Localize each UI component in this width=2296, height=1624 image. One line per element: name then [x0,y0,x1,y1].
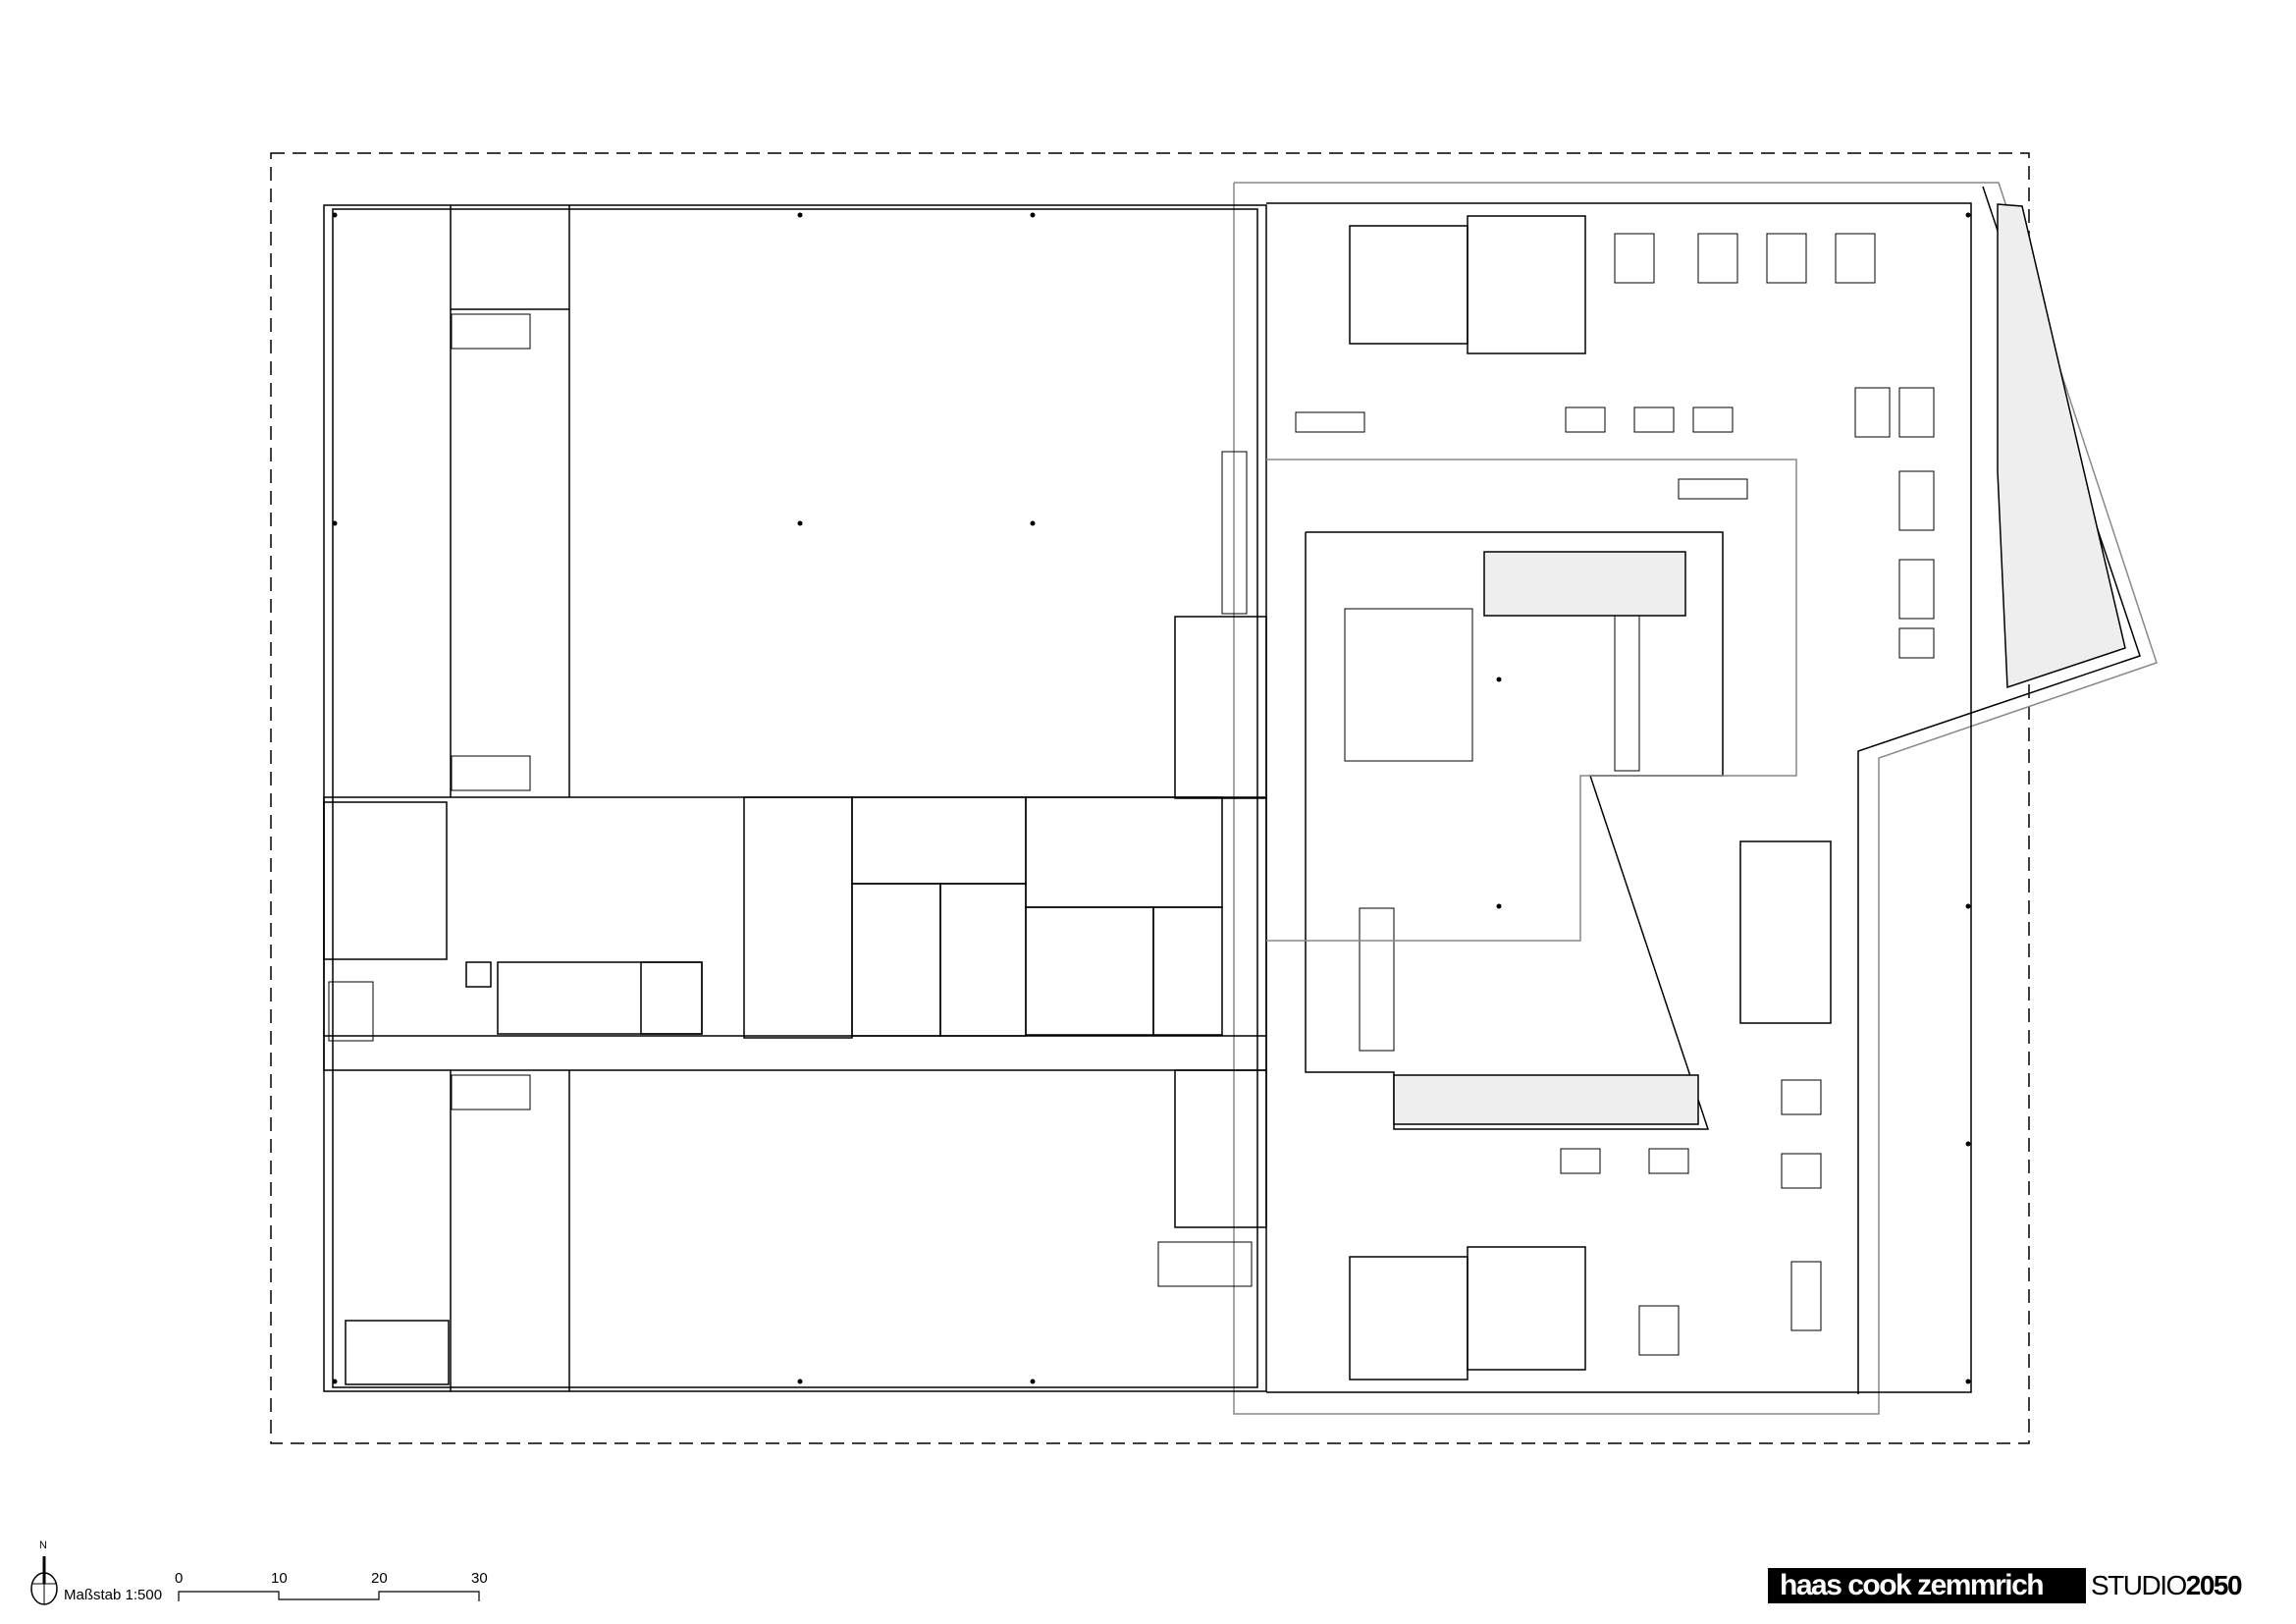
scale-label: Maßstab 1:500 [64,1587,163,1603]
scale-tick-20: 20 [371,1570,388,1587]
north-label: N [39,1540,47,1551]
room [851,883,941,1037]
room [640,961,703,1035]
meeting-room [1174,616,1267,799]
room [465,961,492,988]
planting-hatch [1997,203,2126,689]
architect-name: haas cook zemmrich [1780,1569,2045,1601]
left-hall [323,204,1267,1392]
planting-strip [1393,1074,1699,1125]
room [1025,796,1223,908]
room [323,801,448,960]
scale-bar [178,1591,480,1601]
room [1025,906,1154,1036]
studio-prefix: STUDIO [2091,1570,2187,1600]
core [1467,1246,1586,1371]
planting-strip [1483,551,1686,617]
corridor-block [323,796,1267,1071]
scale-tick-10: 10 [271,1570,288,1587]
site-boundary [270,152,2030,1444]
scale-tick-0: 0 [175,1570,184,1587]
core [1349,225,1468,345]
scale-tick-30: 30 [471,1570,488,1587]
studio-logo: STUDIO2050 [2091,1568,2243,1603]
core [1739,840,1832,1024]
room [1152,906,1223,1036]
courtyard [1305,531,1724,1130]
wall [451,205,570,310]
north-arrow-icon [30,1556,58,1605]
architect-logo: haas cook zemmrich [1768,1568,2086,1603]
core [1467,215,1586,354]
meeting-room [1174,1069,1267,1228]
columns [332,212,1971,1384]
core [1349,1256,1468,1380]
room [851,796,1027,885]
room [345,1320,450,1385]
stairs [328,313,1640,1287]
room [743,796,853,1039]
desks [1295,233,1935,1356]
room [939,883,1027,1037]
left-hall-inner [332,208,1258,1388]
right-wing-envelope [1233,182,2158,1415]
room [497,961,703,1035]
courtyard-outline [1266,459,1797,942]
right-wing-inner [1266,202,1972,1393]
studio-number: 2050 [2185,1570,2243,1600]
